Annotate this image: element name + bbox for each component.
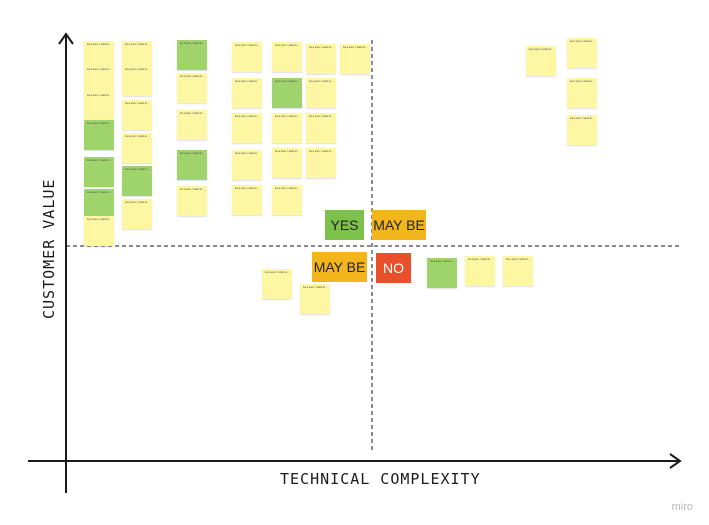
sticky-note[interactable]: As a user, I want to... bbox=[340, 44, 370, 74]
sticky-note[interactable]: As a user, I want to... bbox=[232, 78, 262, 108]
sticky-note[interactable]: As a user, I want to... bbox=[526, 46, 556, 76]
sticky-note[interactable]: As a user, I want to... bbox=[84, 216, 114, 246]
sticky-note[interactable]: As a user, I want to... bbox=[84, 157, 114, 187]
no-badge: NO bbox=[376, 253, 411, 283]
y-axis-label: CUSTOMER VALUE bbox=[40, 178, 58, 319]
sticky-note[interactable]: As a user, I want to... bbox=[306, 148, 336, 178]
sticky-note[interactable]: As a user, I want to... bbox=[300, 284, 330, 314]
sticky-note[interactable]: As a user, I want to... bbox=[232, 42, 262, 72]
sticky-note[interactable]: As a user, I want to... bbox=[232, 150, 262, 180]
sticky-note[interactable]: As a user, I want to... bbox=[122, 166, 152, 196]
sticky-note[interactable]: As a user, I want to... bbox=[306, 78, 336, 108]
y-axis-arrow bbox=[58, 32, 74, 45]
sticky-note[interactable]: As a user, I want to... bbox=[122, 100, 152, 130]
sticky-note[interactable]: As a user, I want to... bbox=[503, 256, 533, 286]
sticky-note[interactable]: As a user, I want to... bbox=[177, 73, 207, 103]
sticky-note[interactable]: As a user, I want to... bbox=[177, 40, 207, 70]
x-axis-label: TECHNICAL COMPLEXITY bbox=[280, 470, 481, 488]
sticky-note[interactable]: As a user, I want to... bbox=[122, 66, 152, 96]
x-axis-arrow bbox=[669, 453, 682, 469]
sticky-note[interactable]: As a user, I want to... bbox=[122, 133, 152, 163]
sticky-note[interactable]: As a user, I want to... bbox=[84, 92, 114, 122]
sticky-note[interactable]: As a user, I want to... bbox=[122, 199, 152, 229]
sticky-note[interactable]: As a user, I want to... bbox=[232, 185, 262, 215]
sticky-note[interactable]: As a user, I want to... bbox=[84, 66, 114, 96]
sticky-note[interactable]: As a user, I want to... bbox=[567, 78, 597, 108]
sticky-note[interactable]: As a user, I want to... bbox=[272, 42, 302, 72]
sticky-note[interactable]: As a user, I want to... bbox=[465, 256, 495, 286]
sticky-note[interactable]: As a user, I want to... bbox=[306, 44, 336, 74]
maybe-badge-bottom: MAY BE bbox=[312, 252, 367, 282]
sticky-note[interactable]: As a user, I want to... bbox=[84, 120, 114, 150]
sticky-note[interactable]: As a user, I want to... bbox=[177, 150, 207, 180]
sticky-note[interactable]: As a user, I want to... bbox=[177, 110, 207, 140]
sticky-note[interactable]: As a user, I want to... bbox=[427, 258, 457, 288]
sticky-note[interactable]: As a user, I want to... bbox=[272, 148, 302, 178]
maybe-badge-top: MAY BE bbox=[372, 210, 426, 240]
sticky-note[interactable]: As a user, I want to... bbox=[567, 38, 597, 68]
yes-badge: YES bbox=[325, 210, 364, 240]
sticky-note[interactable]: As a user, I want to... bbox=[567, 115, 597, 145]
miro-watermark: miro bbox=[671, 501, 693, 513]
sticky-note[interactable]: As a user, I want to... bbox=[272, 78, 302, 108]
sticky-note[interactable]: As a user, I want to... bbox=[272, 113, 302, 143]
sticky-note[interactable]: As a user, I want to... bbox=[177, 186, 207, 216]
sticky-note[interactable]: As a user, I want to... bbox=[84, 189, 114, 219]
sticky-note[interactable]: As a user, I want to... bbox=[272, 185, 302, 215]
sticky-note[interactable]: As a user, I want to... bbox=[306, 113, 336, 143]
sticky-note[interactable]: As a user, I want to... bbox=[262, 269, 292, 299]
sticky-note[interactable]: As a user, I want to... bbox=[232, 113, 262, 143]
